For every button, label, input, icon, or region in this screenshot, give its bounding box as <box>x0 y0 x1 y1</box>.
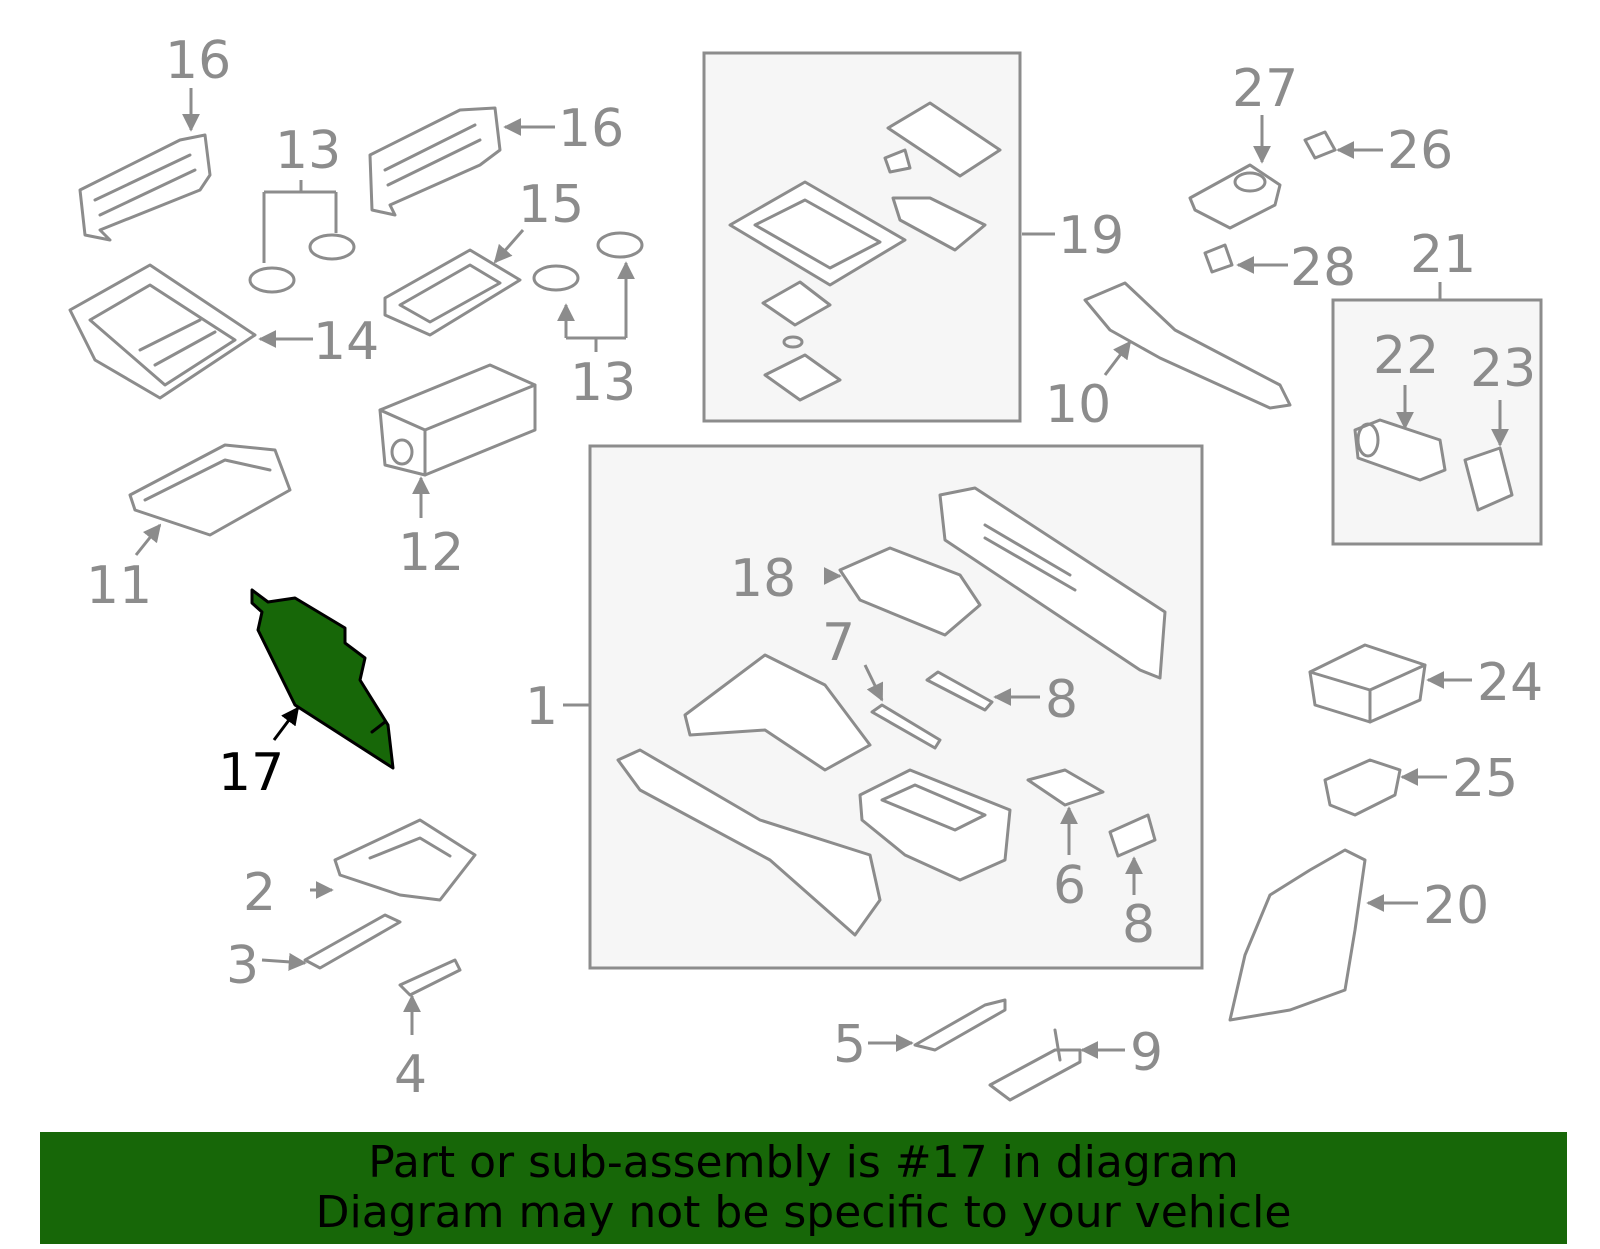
callout-21: 21 <box>1410 225 1476 285</box>
part-25[interactable] <box>1323 758 1402 817</box>
part-13-rings-left[interactable] <box>248 233 356 294</box>
part-9-bracket[interactable] <box>1108 813 1157 858</box>
leader-lines <box>134 88 1509 1059</box>
part-22[interactable] <box>1353 418 1447 482</box>
callout-2: 2 <box>243 863 276 923</box>
part-1-bin[interactable] <box>858 768 1012 882</box>
callout-4: 4 <box>394 1045 427 1105</box>
part-26[interactable] <box>1303 130 1337 160</box>
part-19-console-upper[interactable] <box>728 101 1002 402</box>
box-assembly-21 <box>1331 298 1543 546</box>
callout-12: 12 <box>398 523 464 583</box>
callout-6: 9 <box>1130 1023 1163 1083</box>
part-8-strips[interactable] <box>870 670 994 750</box>
callout-23: 23 <box>1470 339 1536 399</box>
callout-18: 20 <box>1423 876 1489 936</box>
callout-22: 22 <box>1373 326 1439 386</box>
callout-13: 13 <box>570 353 636 413</box>
part-27[interactable] <box>1188 163 1282 230</box>
part-2[interactable] <box>333 818 477 902</box>
callout-3: 3 <box>226 936 259 996</box>
callout-16: 16 <box>558 99 624 159</box>
callout-17: 17 <box>218 743 284 803</box>
callout-28: 28 <box>1290 238 1356 298</box>
callout-15: 15 <box>518 175 584 235</box>
banner-line-1: Part or sub-assembly is #17 in diagram <box>368 1137 1239 1188</box>
part-18[interactable] <box>1228 848 1367 1022</box>
part-7-pad[interactable] <box>1026 768 1105 807</box>
part-13-rings-right[interactable] <box>532 231 644 292</box>
info-banner: Part or sub-assembly is #17 in diagram D… <box>40 1132 1567 1244</box>
part-23[interactable] <box>1463 446 1514 512</box>
part-1-side-panel[interactable] <box>616 748 882 937</box>
part-10-trim[interactable] <box>1083 281 1292 410</box>
callout-13: 13 <box>275 121 341 181</box>
callout-25: 25 <box>1452 749 1518 809</box>
part-5[interactable] <box>913 998 1007 1052</box>
callout-8: 7 <box>822 613 855 673</box>
callout-8: 8 <box>1045 670 1078 730</box>
part-1-frame[interactable] <box>683 653 872 772</box>
part-14-tray[interactable] <box>68 263 257 400</box>
callout-7: 6 <box>1053 856 1086 916</box>
callout-24: 24 <box>1477 653 1543 713</box>
callout-11: 11 <box>86 556 152 616</box>
callout-19: 19 <box>1058 206 1124 266</box>
banner-line-2: Diagram may not be specific to your vehi… <box>315 1187 1292 1238</box>
part-12-bin[interactable] <box>378 363 537 477</box>
callout-14: 14 <box>313 312 379 372</box>
callout-9: 8 <box>1122 895 1155 955</box>
callout-20: 18 <box>730 549 796 609</box>
part-16-right[interactable] <box>368 106 502 217</box>
part-15[interactable] <box>383 248 522 337</box>
part-11[interactable] <box>128 443 292 537</box>
part-28[interactable] <box>1203 243 1234 274</box>
callout-labels: 16 16 13 15 13 14 12 11 17 2 3 4 19 10 2… <box>86 31 1543 1105</box>
part-4[interactable] <box>398 958 462 997</box>
part-1-rear-trim[interactable] <box>938 486 1167 680</box>
callout-1: 1 <box>525 677 558 737</box>
box-assembly-1 <box>588 444 1204 970</box>
part-20-armrest[interactable] <box>838 546 982 637</box>
callout-10: 10 <box>1045 375 1111 435</box>
part-6[interactable] <box>988 1028 1082 1102</box>
part-16-left[interactable] <box>78 133 212 242</box>
callout-16: 16 <box>165 31 231 91</box>
callout-26: 26 <box>1387 121 1453 181</box>
callout-5: 5 <box>833 1015 866 1075</box>
part-24[interactable] <box>1308 643 1427 724</box>
part-17-highlighted[interactable] <box>250 588 395 770</box>
part-3[interactable] <box>303 913 402 970</box>
callout-27: 27 <box>1232 59 1298 119</box>
